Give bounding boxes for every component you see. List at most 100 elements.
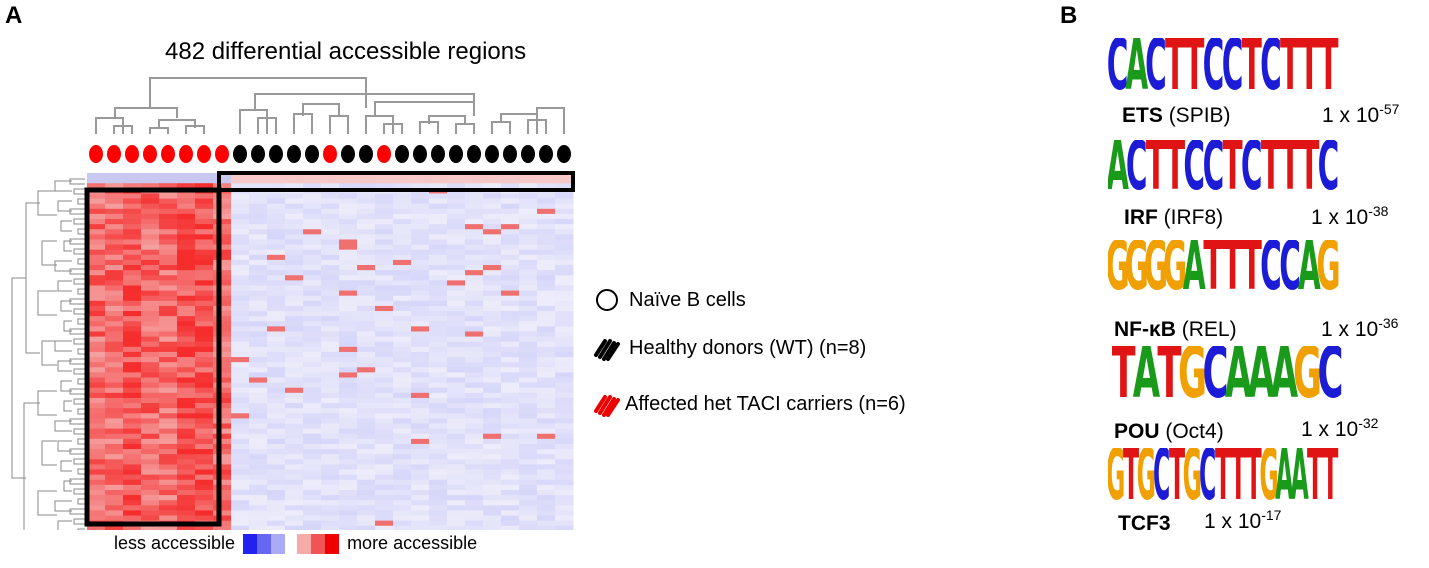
motif-letter: A [1133,346,1160,408]
motif-letter: T [1299,38,1319,100]
sample-dot [161,145,175,163]
sample-dot [413,145,427,163]
sample-dot [197,145,211,163]
motif-letter: A [1298,240,1321,300]
motif-letter: A [1225,346,1252,408]
motif-caption-tcf3: TCF3 [1118,512,1171,536]
motif-letter: C [1145,38,1167,100]
sample-dot [359,145,373,163]
sample-dot [431,145,445,163]
motif-letter: C [1279,240,1301,300]
motif-letter: T [1215,448,1231,510]
motif-caption-ets: ETS (SPIB) [1122,104,1231,128]
legend-item-naive: Naïve B cells [593,287,746,313]
motif-pval-nfkb: 1 x 10-36 [1321,315,1399,341]
motif-letter: G [1137,448,1156,510]
motif-letter: A [1248,346,1275,408]
motif-letter: C [1260,38,1282,100]
panel-a-label: A [5,2,23,29]
motif-letter: A [1271,346,1298,408]
motif-letter: C [1260,240,1282,300]
circle-outline-icon [596,289,618,311]
sample-dot [305,145,319,163]
scale-blue-boxes [243,533,286,554]
motif-letter: G [1125,240,1149,300]
red-scribble-icon [594,395,620,417]
motif-letter: C [1203,346,1229,408]
motif-letter: T [1184,38,1204,100]
sample-dot [251,145,265,163]
motif-letter: T [1242,240,1262,300]
motif-letter: T [1123,448,1139,510]
color-scale: less accessible more accessible [114,533,477,554]
motif-letter: C [1153,448,1170,510]
motif-tf-irf: (IRF8) [1163,206,1224,229]
motif-tf-ets: (SPIB) [1168,104,1231,127]
cluster-box-left [84,187,222,527]
legend-item-affected: Affected het TACI carriers (n=6) [593,391,906,417]
column-dendrogram [95,77,565,134]
motif-letter: T [1242,38,1262,100]
motif-letter: T [1169,448,1185,510]
motif-letter: T [1261,140,1281,200]
scale-left-label: less accessible [114,533,236,553]
motif-letter: T [1146,140,1166,200]
sample-dot [467,145,481,163]
motif-name-nfkb: NF-κB [1114,318,1176,341]
sample-dot [557,145,571,163]
sample-dot [521,145,535,163]
scale-red-boxes [297,533,340,554]
motif-letter: C [1126,140,1148,200]
motif-letter: T [1299,140,1319,200]
motif-name-ets: ETS [1122,104,1163,127]
motif-tf-pou: (Oct4) [1165,420,1224,443]
motif-letter: G [1108,240,1130,300]
legend-label-healthy: Healthy donors (WT) (n=8) [629,336,867,359]
motif-letter: T [1203,240,1223,300]
sample-dot [539,145,553,163]
motif-letter: G [1183,448,1202,510]
legend-label-naive: Naïve B cells [629,288,746,311]
sample-dot [503,145,517,163]
motif-letter: T [1246,448,1262,510]
panel-b-label: B [1060,2,1078,29]
legend-item-healthy: Healthy donors (WT) (n=8) [593,335,866,361]
motif-letter: T [1318,38,1338,100]
motif-letter: A [1108,140,1129,200]
sample-dot [341,145,355,163]
motif-letter: T [1230,448,1246,510]
motif-logo-nfkb: GGGGATTTCCAG [1108,240,1341,300]
sample-dot [287,145,301,163]
row-dendrogram [11,178,85,530]
motif-pval-pou: 1 x 10-32 [1301,415,1379,441]
sample-dot [179,145,193,163]
heatmap-figure [11,77,575,530]
motif-letter: C [1203,140,1225,200]
motif-letter: T [1223,140,1243,200]
sample-dot [215,145,229,163]
motif-letter: G [1293,346,1322,408]
motif-letter: C [1199,448,1216,510]
motif-letter: G [1108,448,1125,510]
sample-dot [377,145,391,163]
scale-right-label: more accessible [347,533,478,553]
legend-label-affected: Affected het TACI carriers (n=6) [625,392,906,415]
sample-dot [485,145,499,163]
motif-letter: C [1108,38,1128,100]
motif-letter: C [1241,140,1263,200]
motif-caption-nfkb: NF-κB (REL) [1114,318,1237,342]
sample-dot [233,145,247,163]
heatmap-title: 482 differential accessible regions [165,38,527,65]
motif-letter: A [1183,240,1206,300]
motif-tf-nfkb: (REL) [1181,318,1237,341]
motif-letter: C [1183,140,1205,200]
sample-dot [89,145,103,163]
motif-letter: G [1144,240,1168,300]
motif-letter: C [1203,38,1225,100]
sample-dot [395,145,409,163]
motif-name-irf: IRF [1124,206,1158,229]
motif-name-tcf3: TCF3 [1118,512,1171,535]
